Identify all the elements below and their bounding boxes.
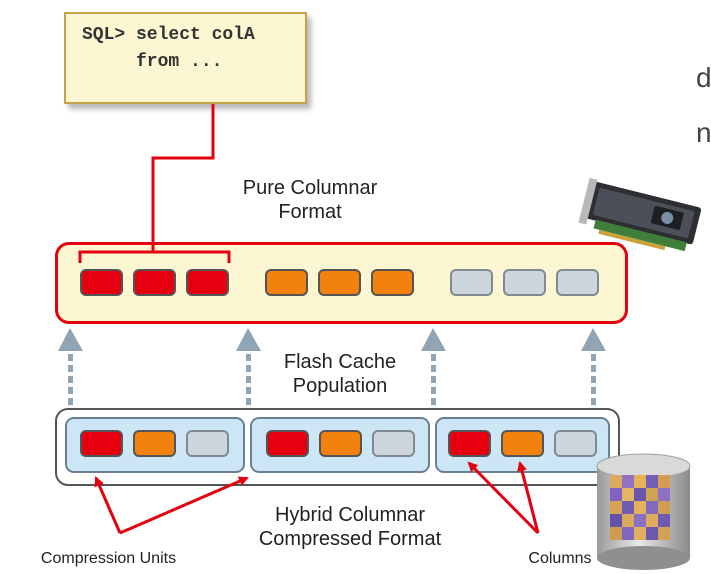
hybrid-columnar-label-line-1: Hybrid Columnar <box>274 504 426 526</box>
compression-unit-arrow <box>119 476 249 535</box>
columns-label: Columns <box>528 550 592 567</box>
column-orange <box>133 430 176 457</box>
compression-unit-arrow <box>94 476 122 534</box>
columns-arrow <box>467 461 540 535</box>
column-gray <box>554 430 597 457</box>
partial-text-1: d <box>696 62 711 93</box>
hybrid-columnar-label-line-2: Compressed Format <box>258 528 442 550</box>
sql-query-line-1: SQL> select colA <box>82 25 255 45</box>
sql-query-text: SQL> select colA from ... <box>82 22 255 76</box>
pure-columnar-label: Pure Columnar Format <box>225 176 395 224</box>
compression-units-label: Compression Units <box>40 550 177 567</box>
column-orange <box>318 269 361 296</box>
column-gray <box>372 430 415 457</box>
flash-cache-label-line-1: Flash Cache <box>283 351 397 373</box>
sql-query-line-2: from ... <box>82 52 223 72</box>
column-orange <box>265 269 308 296</box>
column-red <box>80 430 123 457</box>
column-red <box>448 430 491 457</box>
population-arrow <box>236 328 261 405</box>
column-red <box>186 269 229 296</box>
column-orange <box>501 430 544 457</box>
sql-query-box <box>64 12 307 104</box>
sql-connector-line <box>151 104 215 252</box>
columns-arrow <box>517 461 540 534</box>
column-orange <box>371 269 414 296</box>
pure-columnar-label-line-2: Format <box>278 201 342 223</box>
column-gray <box>556 269 599 296</box>
column-gray <box>503 269 546 296</box>
storage-cylinder-icon <box>596 453 691 570</box>
pure-columnar-label-line-1: Pure Columnar <box>242 177 378 199</box>
column-gray <box>186 430 229 457</box>
selection-bracket <box>78 250 231 263</box>
flash-cache-label: Flash Cache Population <box>260 350 420 398</box>
column-red <box>80 269 123 296</box>
column-gray <box>450 269 493 296</box>
population-arrow <box>421 328 446 405</box>
hybrid-columnar-label: Hybrid Columnar Compressed Format <box>225 503 475 551</box>
partial-text-2: n <box>696 117 711 148</box>
column-orange <box>319 430 362 457</box>
population-arrow <box>58 328 83 405</box>
flash-cache-label-line-2: Population <box>292 375 388 397</box>
flash-card-icon <box>578 177 702 252</box>
column-red <box>266 430 309 457</box>
column-red <box>133 269 176 296</box>
population-arrow <box>581 328 606 405</box>
